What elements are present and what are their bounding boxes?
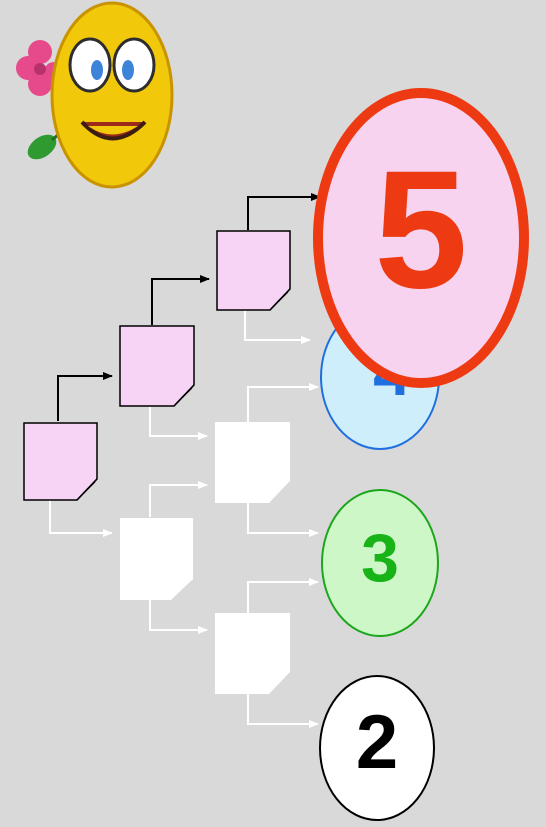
arrow-3-to-4 <box>245 310 310 340</box>
outcome-3: 3 <box>322 490 438 636</box>
arrow-2-branch <box>150 407 207 436</box>
outcome-2-label: 2 <box>356 700 398 785</box>
outcome-5-label: 5 <box>374 135 467 323</box>
arrow-1-branch <box>50 500 112 533</box>
page-nodes <box>24 231 290 694</box>
arrow-1-to-2 <box>58 376 112 421</box>
arrow-white-1-up <box>150 485 207 517</box>
page-pink-3 <box>217 231 290 310</box>
page-pink-2 <box>120 326 194 406</box>
page-white-3 <box>215 613 290 694</box>
page-white-2 <box>215 422 290 503</box>
arrow-white-1-down <box>150 600 207 630</box>
arrow-2-to-3 <box>152 279 209 325</box>
arrow-3-to-5 <box>248 197 320 230</box>
arrow-white-2-up <box>248 387 318 422</box>
smiley-face-icon <box>52 3 172 187</box>
arrow-white-3-up <box>248 582 318 613</box>
smiley-with-flower-icon <box>16 3 172 187</box>
outcome-2: 2 <box>320 676 434 820</box>
page-pink-1 <box>24 423 97 500</box>
outcome-5: 5 <box>318 93 524 383</box>
arrow-white-3-down <box>248 694 318 724</box>
outcome-3-label: 3 <box>361 520 399 596</box>
arrow-white-2-down <box>248 503 318 533</box>
page-white-1 <box>120 518 193 600</box>
